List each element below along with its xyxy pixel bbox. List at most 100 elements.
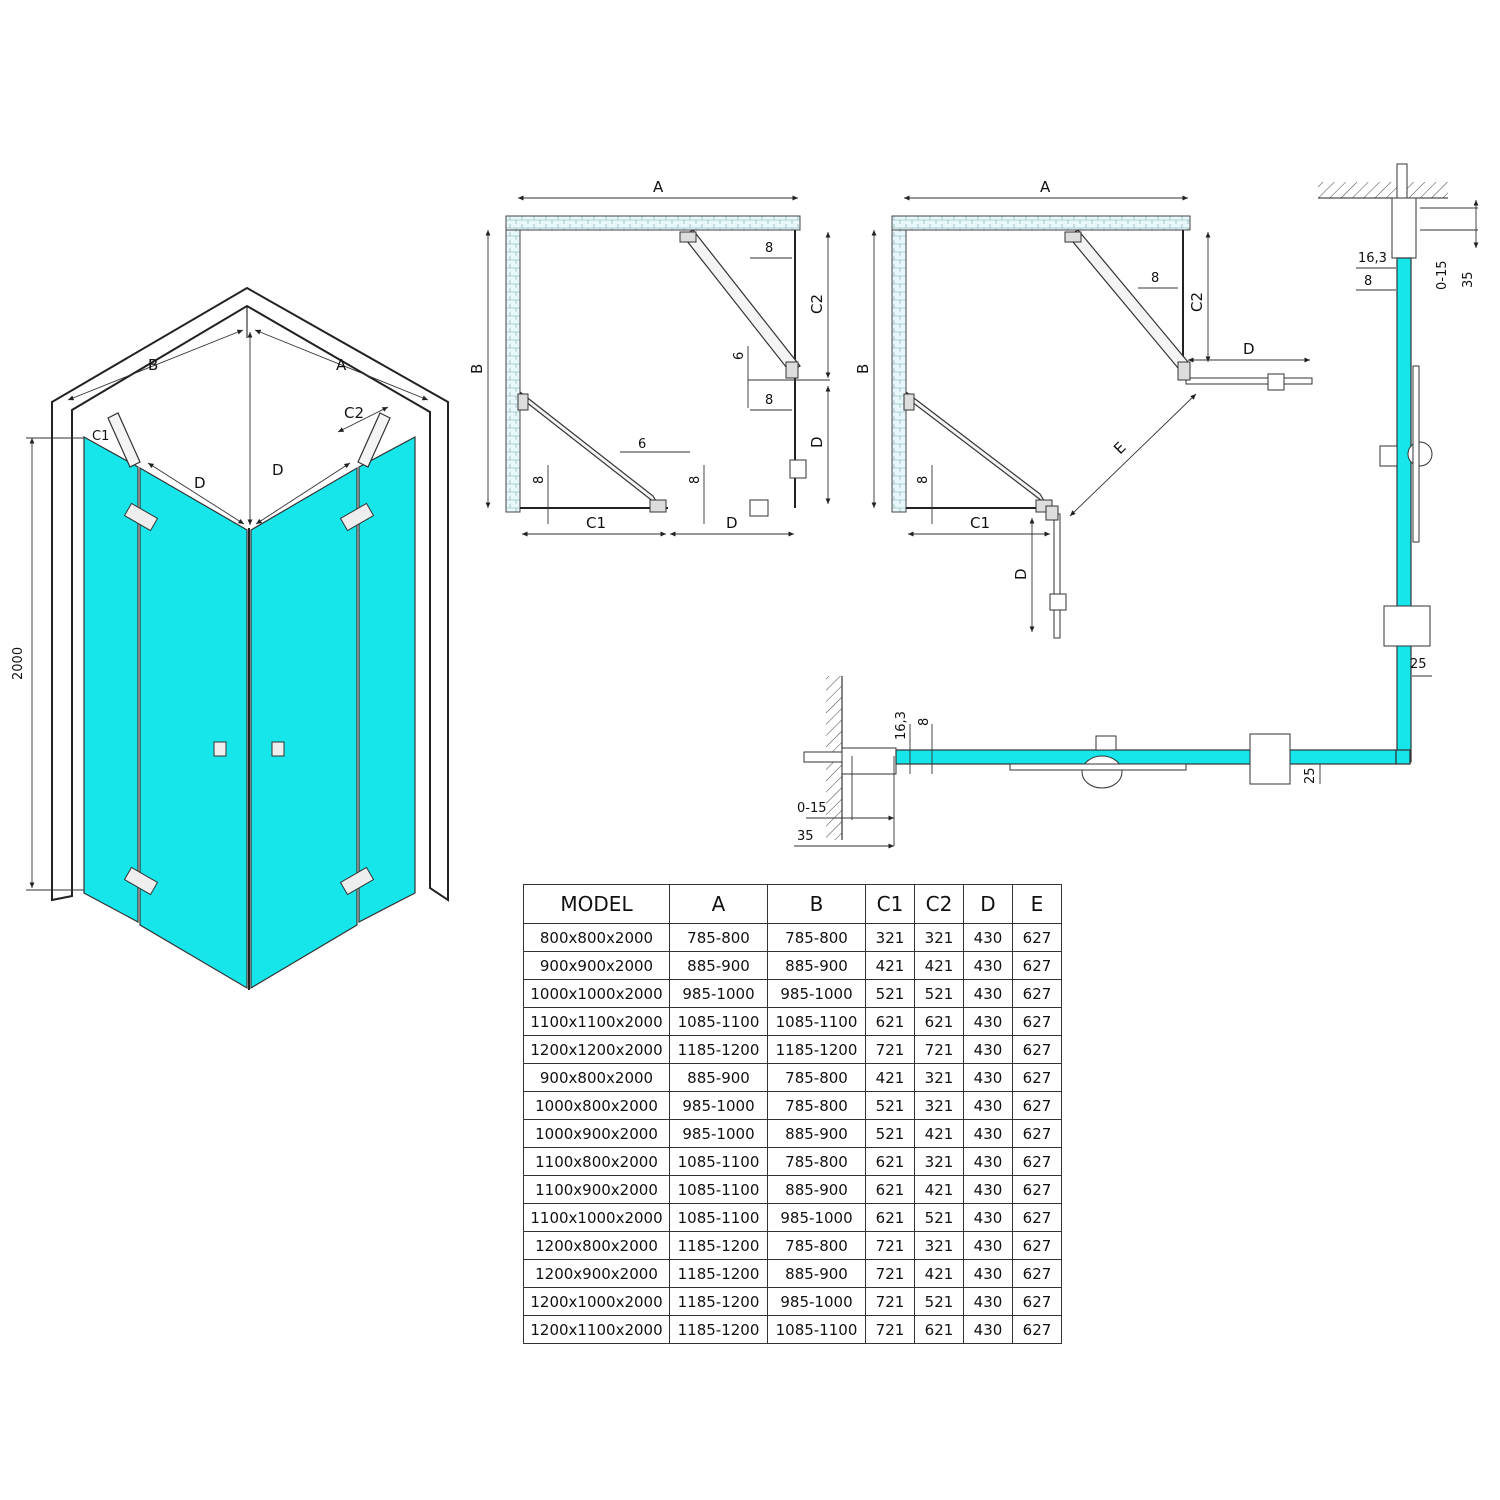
table-cell: 321 (865, 923, 915, 952)
table-cell: 627 (1012, 1259, 1062, 1288)
table-cell: 1100x800x2000 (523, 1147, 670, 1176)
table-cell: 785-800 (767, 1063, 866, 1092)
wall-top-1 (505, 215, 801, 231)
open-door-right-2 (1185, 377, 1313, 385)
table-cell: 421 (914, 1259, 964, 1288)
table-cell: 430 (963, 1259, 1013, 1288)
header-b: B (767, 884, 866, 924)
table-cell: 521 (914, 979, 964, 1008)
table-cell: 430 (963, 1287, 1013, 1316)
table-cell: 1185-1200 (669, 1231, 768, 1260)
hinge-bottom-left (123, 866, 159, 896)
table-cell: 785-800 (767, 1091, 866, 1120)
table-cell: 1200x900x2000 (523, 1259, 670, 1288)
table-cell: 1200x800x2000 (523, 1231, 670, 1260)
table-cell: 621 (865, 1147, 915, 1176)
table-cell: 900x800x2000 (523, 1063, 670, 1092)
open-door-bottom-2 (1053, 513, 1061, 639)
dh-dim-16-3: 16,3 (894, 711, 909, 740)
table-cell: 627 (1012, 1063, 1062, 1092)
header-c1: C1 (865, 884, 915, 924)
right-fixed-glass (358, 435, 416, 923)
table-cell: 430 (963, 979, 1013, 1008)
table-cell: 1085-1100 (767, 1315, 866, 1344)
table-cell: 985-1000 (669, 1091, 768, 1120)
iso-label-a: A (336, 356, 347, 374)
p1-label-a: A (653, 178, 664, 196)
table-cell: 785-800 (767, 1231, 866, 1260)
header-a: A (669, 884, 768, 924)
dh-dim-8: 8 (917, 718, 932, 726)
iso-label-c1: C1 (92, 429, 109, 444)
table-cell: 1000x900x2000 (523, 1119, 670, 1148)
right-handle (271, 741, 285, 757)
p1-label-b: B (468, 364, 486, 374)
table-cell: 985-1000 (669, 1119, 768, 1148)
table-cell: 621 (914, 1007, 964, 1036)
table-cell: 1085-1100 (669, 1203, 768, 1232)
table-cell: 627 (1012, 979, 1062, 1008)
table-cell: 721 (865, 1231, 915, 1260)
table-cell: 627 (1012, 1035, 1062, 1064)
dv-dim-8: 8 (1364, 274, 1372, 289)
p1-dim-6-bottom: 6 (638, 437, 646, 452)
table-cell: 627 (1012, 1231, 1062, 1260)
hinge-bottom-right (339, 866, 375, 896)
p2-label-c2: C2 (1188, 292, 1206, 312)
table-cell: 1185-1200 (669, 1259, 768, 1288)
dh-dim-35: 35 (797, 829, 814, 844)
left-handle (213, 741, 227, 757)
table-cell: 785-800 (767, 1147, 866, 1176)
wall-top-2 (891, 215, 1191, 231)
p2-dim-8-top: 8 (1151, 271, 1159, 286)
table-cell: 627 (1012, 923, 1062, 952)
door-arm-top-1 (682, 229, 801, 373)
table-cell: 521 (865, 979, 915, 1008)
table-cell: 430 (963, 1007, 1013, 1036)
dv-dim-25: 25 (1410, 657, 1427, 672)
table-cell: 430 (963, 1175, 1013, 1204)
table-cell: 800x800x2000 (523, 923, 670, 952)
table-cell: 1000x1000x2000 (523, 979, 670, 1008)
wall-left-2 (891, 229, 907, 513)
table-cell: 1085-1100 (669, 1175, 768, 1204)
right-door-glass (250, 466, 358, 990)
table-cell: 985-1000 (767, 979, 866, 1008)
p2-dim-8-bottom: 8 (916, 476, 931, 484)
table-cell: 430 (963, 1063, 1013, 1092)
table-cell: 430 (963, 951, 1013, 980)
p1-label-c1: C1 (586, 514, 606, 532)
isometric-view: B A C1 C2 D D 2000 (11, 286, 449, 990)
table-cell: 430 (963, 1035, 1013, 1064)
table-cell: 785-800 (669, 923, 768, 952)
dh-dim-25: 25 (1303, 767, 1318, 784)
iso-label-d-left: D (194, 474, 206, 492)
table-cell: 885-900 (767, 951, 866, 980)
table-cell: 1185-1200 (669, 1315, 768, 1344)
table-cell: 1000x800x2000 (523, 1091, 670, 1120)
p1-label-d-right: D (808, 436, 826, 448)
table-cell: 721 (865, 1287, 915, 1316)
table-cell: 1185-1200 (669, 1035, 768, 1064)
table-cell: 721 (914, 1035, 964, 1064)
table-cell: 430 (963, 1147, 1013, 1176)
table-cell: 885-900 (669, 1063, 768, 1092)
table-cell: 430 (963, 1119, 1013, 1148)
table-cell: 521 (865, 1119, 915, 1148)
table-cell: 621 (865, 1007, 915, 1036)
p1-dim-8-mid: 8 (765, 393, 773, 408)
iso-label-c2: C2 (344, 404, 364, 422)
p2-label-b: B (854, 364, 872, 374)
table-cell: 321 (914, 1063, 964, 1092)
